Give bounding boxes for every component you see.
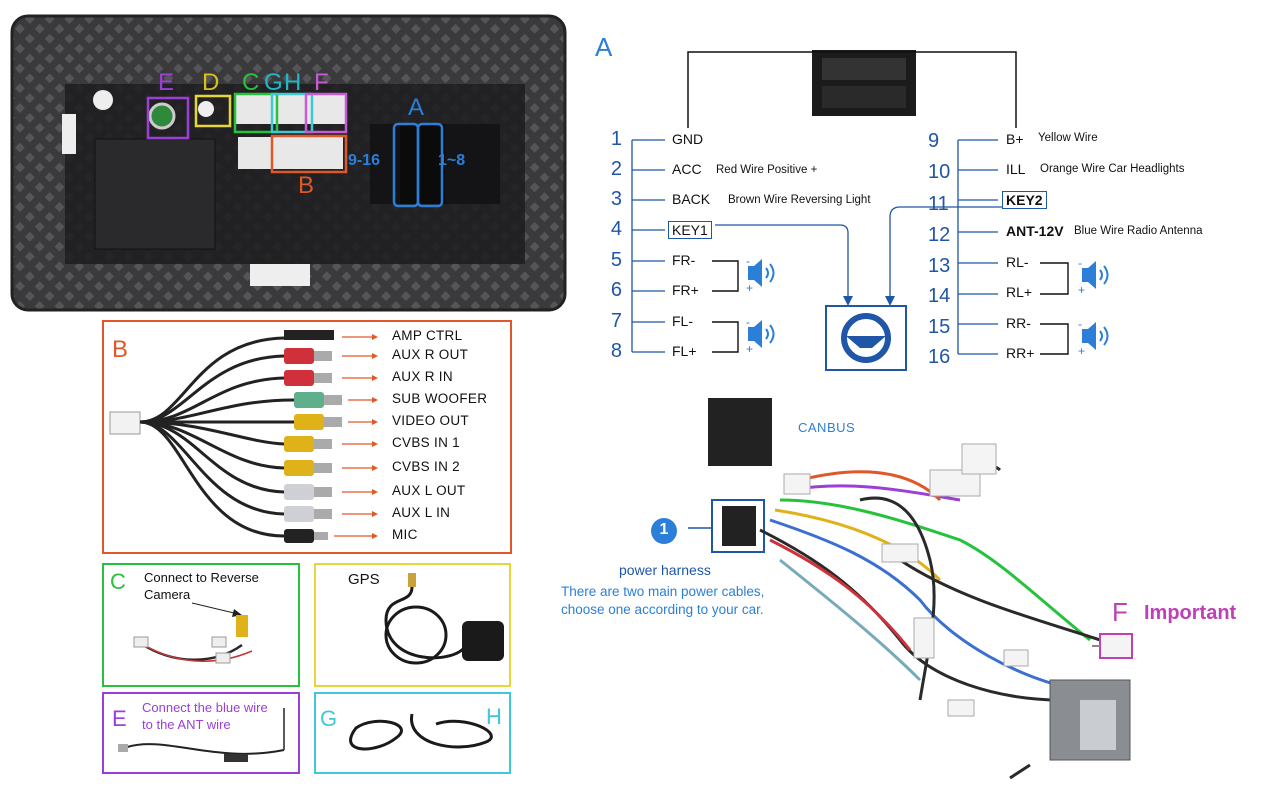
pin-3-name: BACK: [672, 191, 711, 207]
pin-2-name: ACC: [672, 161, 702, 177]
pin-16-number: 16: [928, 346, 951, 368]
section-e-text-1: Connect the blue wire: [142, 700, 268, 715]
cable-label-sub-woofer: SUB WOOFER: [392, 391, 488, 406]
cable-label-amp-ctrl: AMP CTRL: [392, 328, 463, 343]
pin-7-name: FL-: [672, 313, 693, 329]
pin-4-number: 4: [610, 218, 622, 240]
cable-label-aux-l-out: AUX L OUT: [392, 483, 466, 498]
rl-minus-mark: -: [1078, 256, 1082, 270]
pin-13-name: RL-: [1006, 254, 1029, 270]
pin-12-name: ANT-12V: [1006, 223, 1064, 239]
fr-plus-mark: +: [746, 281, 754, 295]
pin-15-number: 15: [928, 316, 951, 338]
section-gh-panel: G H: [314, 692, 511, 774]
section-g-letter: G: [320, 706, 338, 731]
pin-9-desc: Yellow Wire: [1038, 132, 1098, 144]
pin-4-name: KEY1: [668, 221, 712, 239]
pin-6-number: 6: [610, 279, 622, 301]
pin-15-name: RR-: [1006, 315, 1031, 331]
power-harness-note-1: There are two main power cables,: [561, 584, 765, 599]
power-harness-step-badge: 1: [659, 521, 669, 538]
pin-5-name: FR-: [672, 252, 696, 268]
gps-antenna: [384, 573, 504, 665]
pin-3-desc: Brown Wire Reversing Light: [728, 194, 871, 206]
port-letter-d: D: [202, 69, 220, 96]
port-letter-f: F: [314, 69, 329, 96]
fl-plus-mark: +: [746, 342, 754, 356]
pin-6-name: FR+: [672, 282, 699, 298]
power-harness-note-2: choose one according to your car.: [561, 602, 764, 617]
gps-title: GPS: [348, 571, 380, 588]
pin-3-number: 3: [610, 188, 622, 210]
port-letter-c: C: [242, 69, 260, 96]
cable-label-video-out: VIDEO OUT: [392, 413, 469, 428]
pin-1-number: 1: [610, 128, 622, 150]
cable-label-cvbs-in-2: CVBS IN 2: [392, 459, 460, 474]
pin-14-number: 14: [928, 285, 951, 307]
pin-5-number: 5: [610, 249, 622, 271]
port-letter-b: B: [298, 172, 315, 199]
section-c-letter: C: [110, 569, 126, 594]
pin-10-name: ILL: [1006, 161, 1026, 177]
a-pins-1-8: 1~8: [438, 152, 466, 169]
pin-13-number: 13: [928, 255, 951, 277]
canbus-label: CANBUS: [798, 420, 856, 435]
port-letter-h: H: [284, 69, 302, 96]
cable-label-aux-r-out: AUX R OUT: [392, 347, 469, 362]
pin-12-number: 12: [928, 224, 951, 246]
port-letter-e: E: [158, 69, 175, 96]
head-unit-back-photo: E D C G H F A B 9-16 1~8: [10, 14, 567, 312]
pin-7-number: 7: [610, 310, 622, 332]
pin-2-number: 2: [610, 158, 622, 180]
section-c-panel: C Connect to Reverse Camera: [102, 563, 300, 687]
section-c-text-2: Camera: [144, 587, 191, 602]
pin-12-desc: Blue Wire Radio Antenna: [1074, 225, 1203, 237]
pin-11-name: KEY2: [1002, 191, 1047, 209]
cable-label-mic: MIC: [392, 527, 418, 542]
a-pins-9-16: 9-16: [348, 152, 381, 169]
section-f-letter: F: [1112, 597, 1128, 627]
section-b-letter: B: [112, 336, 129, 363]
rca-cable-bundle: [109, 330, 378, 543]
pin-9-number: 9: [928, 130, 940, 152]
pin-9-name: B+: [1006, 131, 1024, 147]
power-harness-label: power harness: [619, 562, 711, 578]
pin-11-number: 11: [928, 193, 949, 215]
fr-minus-mark: -: [746, 254, 750, 268]
pin-14-name: RL+: [1006, 284, 1033, 300]
section-h-letter: H: [486, 704, 502, 729]
port-letter-a: A: [408, 94, 425, 121]
section-e-text-2: to the ANT wire: [142, 717, 231, 732]
pin-8-number: 8: [610, 340, 622, 362]
important-label: Important: [1144, 602, 1237, 624]
fl-minus-mark: -: [746, 315, 750, 329]
reverse-camera-cable: [133, 602, 253, 664]
cable-label-aux-r-in: AUX R IN: [392, 369, 453, 384]
rl-plus-mark: +: [1078, 283, 1086, 297]
pin-2-desc: Red Wire Positive +: [716, 164, 818, 176]
rr-plus-mark: +: [1078, 344, 1086, 358]
section-e-letter: E: [112, 706, 127, 731]
ant-adapter-cable: [118, 708, 285, 762]
section-e-panel: E Connect the blue wire to the ANT wire: [102, 692, 300, 774]
rr-minus-mark: -: [1078, 317, 1082, 331]
pinout-lines: [631, 50, 1109, 371]
cable-label-aux-l-in: AUX L IN: [392, 505, 451, 520]
section-c-text-1: Connect to Reverse: [144, 570, 259, 585]
section-a-letter: A: [595, 32, 613, 62]
pin-10-number: 10: [928, 161, 951, 183]
port-letter-g: G: [264, 69, 283, 96]
pin-10-desc: Orange Wire Car Headlights: [1040, 163, 1185, 175]
gh-cables: [349, 713, 493, 751]
head-unit-illustration: [10, 14, 567, 312]
section-b-panel: B: [102, 320, 512, 554]
cable-label-cvbs-in-1: CVBS IN 1: [392, 435, 460, 450]
section-gps-panel: GPS: [314, 563, 511, 687]
pin-16-name: RR+: [1006, 345, 1035, 361]
pin-1-name: GND: [672, 131, 704, 147]
pin-8-name: FL+: [672, 343, 697, 359]
